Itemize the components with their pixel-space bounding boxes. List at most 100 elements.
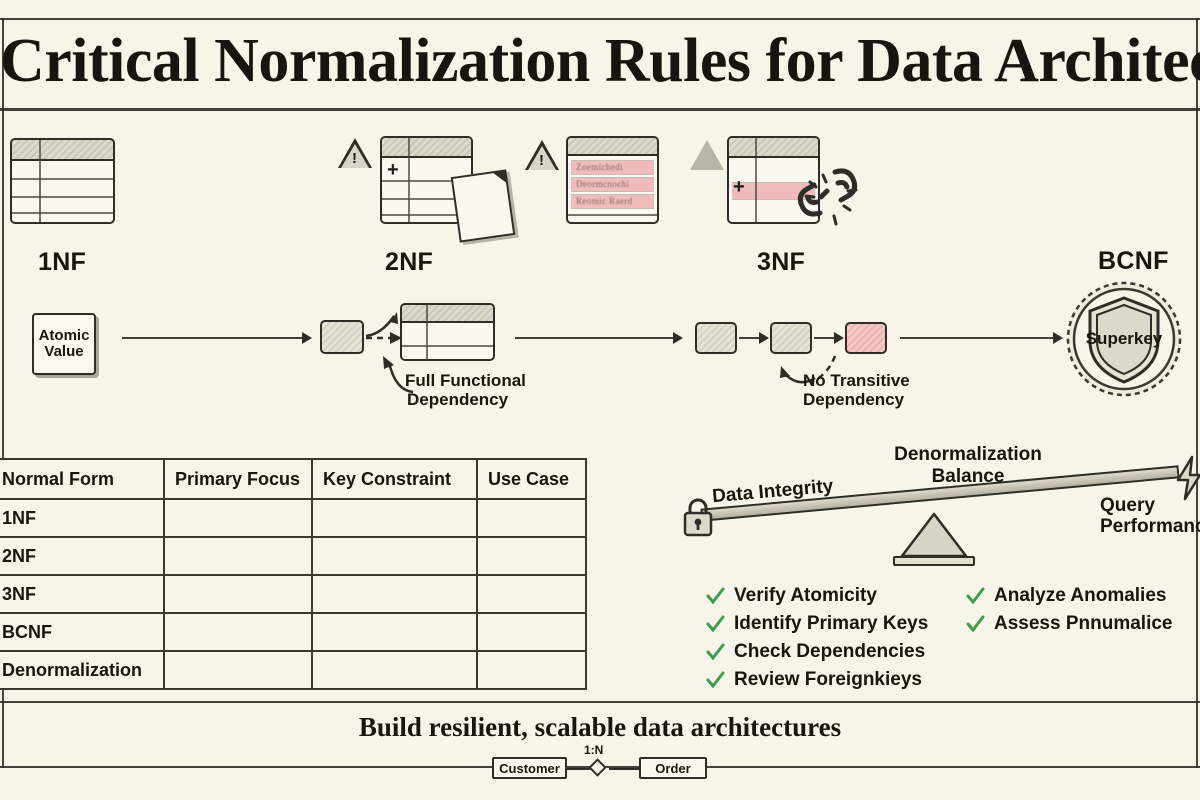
flow-arrow-1 (122, 337, 304, 339)
table-icon-anomalies: Zoemichedi Deormcnochi Reomic Raerd (566, 136, 659, 224)
flow-arrow-2-head (673, 332, 683, 344)
cell-key-constraint (312, 650, 478, 690)
balance-right-line2: Performance (1100, 516, 1200, 538)
column-header-normal-form: Normal Form (0, 458, 165, 500)
flow-arrow-1-head (302, 332, 312, 344)
scribble-row-2: Deormcnochi (576, 179, 630, 189)
checklist-item: Identify Primary Keys (706, 610, 928, 638)
table-row: 2NF (0, 536, 587, 576)
checklist-label: Review Foreignkieys (734, 669, 922, 690)
flow-arrow-2 (515, 337, 675, 339)
check-icon (706, 615, 725, 632)
annotation-no-transitive-dependency: No Transitive Dependency (803, 371, 910, 409)
column-header-use-case: Use Case (477, 458, 587, 500)
footer-tagline: Build resilient, scalable data architect… (358, 712, 842, 742)
flow-split-arrows (365, 312, 402, 344)
flow-arrow-4 (900, 337, 1055, 339)
cell-normal-form: BCNF (0, 612, 165, 652)
frame-top-border (0, 18, 1200, 20)
cell-use-case (477, 612, 587, 652)
table-icon-1nf (10, 138, 115, 224)
column-header-key-constraint: Key Constraint (312, 458, 478, 500)
balance-right-label: Query Performance (1100, 495, 1200, 538)
er-diagram: Customer 1:N Order (0, 743, 1200, 791)
table-row: Denormalization (0, 650, 587, 690)
checklist-label: Check Dependencies (734, 641, 926, 662)
flow-box-3nf-a (695, 322, 737, 354)
table-row: BCNF (0, 612, 587, 652)
stage-label-bcnf: BCNF (1098, 247, 1169, 275)
flow-arrow-4-head (1053, 332, 1063, 344)
er-connector-right (609, 768, 639, 770)
annotation-arrow-2 (780, 355, 837, 384)
page-title: Critical Normalization Rules for Data Ar… (0, 27, 1200, 95)
cell-primary-focus (164, 612, 313, 652)
lock-icon (683, 498, 713, 537)
cell-use-case (477, 650, 587, 690)
scribble-row-1: Zoemichedi (576, 162, 623, 172)
footer-divider-rule (0, 701, 1200, 703)
stage-label-2nf: 2NF (385, 248, 434, 276)
flow-arrow-3b (814, 337, 836, 339)
cell-primary-focus (164, 650, 313, 690)
flow-arrow-3a (739, 337, 761, 339)
check-icon (966, 587, 985, 604)
er-entity-customer: Customer (492, 757, 567, 779)
title-divider-rule (0, 108, 1200, 111)
cell-normal-form: 2NF (0, 536, 165, 576)
checklist-right: Analyze Anomalies Assess Pnnumalice (966, 582, 1172, 638)
checklist-item: Check Dependencies (706, 638, 928, 666)
balance-title-line2: Balance (931, 465, 1005, 487)
broken-link-icon (797, 168, 858, 226)
er-entity-order: Order (639, 757, 707, 779)
checklist-item: Verify Atomicity (706, 582, 928, 610)
checklist-item: Assess Pnnumalice (966, 610, 1172, 638)
cell-use-case (477, 536, 587, 576)
er-relationship-diamond (588, 758, 607, 777)
frame-left-border (2, 18, 4, 768)
flow-arrow-3b-head (834, 332, 844, 344)
scribble-row-3: Reomic Raerd (576, 196, 633, 206)
stage-label-3nf: 3NF (757, 248, 806, 276)
cell-key-constraint (312, 536, 478, 576)
annotation-2-line2: Dependency (803, 389, 905, 409)
checklist-label: Assess Pnnumalice (994, 613, 1173, 634)
checklist-item: Analyze Anomalies (966, 582, 1172, 610)
check-icon (706, 643, 725, 660)
cell-key-constraint (312, 574, 478, 614)
cell-primary-focus (164, 574, 313, 614)
checklist-left: Verify Atomicity Identify Primary Keys C… (706, 582, 928, 694)
check-icon (706, 587, 725, 604)
cell-key-constraint (312, 498, 478, 538)
seal-label-superkey: Superkey (1085, 329, 1163, 348)
stage-label-1nf: 1NF (38, 248, 87, 276)
balance-title: Denormalization Balance (868, 444, 1068, 488)
flow-table-2nf (400, 303, 495, 361)
flow-box-3nf-b (770, 322, 812, 354)
flow-box-3nf-c-violating (845, 322, 887, 354)
atomic-value-box: Atomic Value (32, 313, 96, 375)
checklist-label: Identify Primary Keys (734, 613, 929, 634)
cell-normal-form: 3NF (0, 574, 165, 614)
shield-seal-icon-bcnf (1066, 281, 1182, 397)
cell-primary-focus (164, 498, 313, 538)
frame-right-border (1196, 18, 1198, 768)
annotation-2-line1: No Transitive (803, 371, 910, 390)
cell-use-case (477, 498, 587, 538)
checklist-item: Review Foreignkieys (706, 666, 928, 694)
plus-glyph-3nf: + (733, 176, 745, 198)
lightning-bolt-icon (1176, 455, 1200, 501)
balance-fulcrum (900, 512, 968, 558)
column-header-primary-focus: Primary Focus (164, 458, 313, 500)
plus-glyph-2nf: + (387, 159, 399, 181)
annotation-arrow-1 (383, 356, 414, 394)
checklist-label: Analyze Anomalies (994, 585, 1167, 606)
flow-box-2nf-source (320, 320, 364, 354)
cell-key-constraint (312, 612, 478, 652)
table-row: 1NF (0, 498, 587, 538)
document-icon-2nf (450, 169, 516, 243)
er-connector-left (567, 768, 597, 770)
annotation-1-line1: Full Functional (405, 371, 526, 390)
cell-normal-form: Denormalization (0, 650, 165, 690)
